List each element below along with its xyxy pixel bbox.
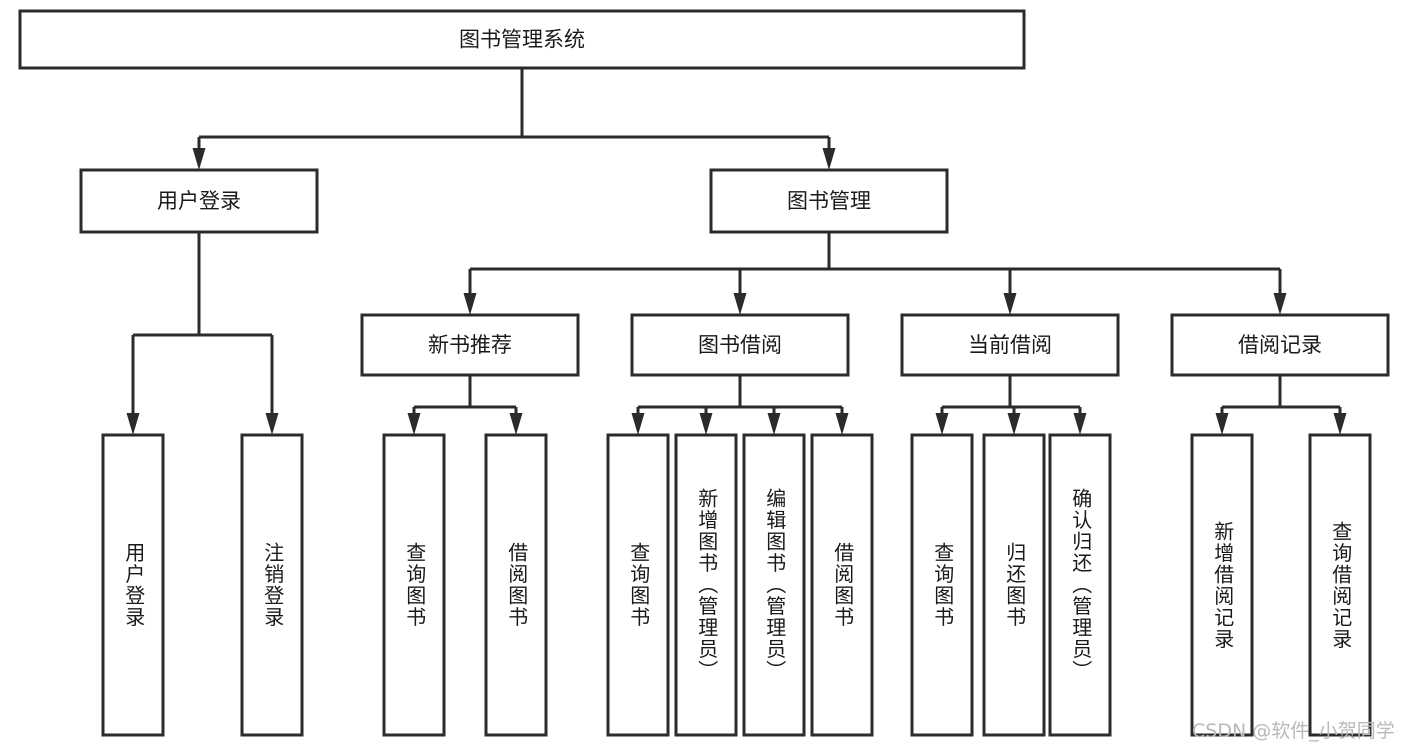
node-label: 借阅记录 (1238, 333, 1322, 357)
node-leaf-edit-book-admin[interactable] (742, 433, 806, 737)
arrow-head-icon (126, 413, 140, 435)
arrow-head-icon (509, 413, 523, 435)
connector-layer (126, 68, 1347, 435)
node-box (18, 9, 1026, 70)
node-leaf-query-borrow-record[interactable] (1308, 433, 1372, 737)
arrow-head-icon (1215, 413, 1229, 435)
leaf-node-box (240, 433, 304, 737)
leaf-node-box (982, 433, 1046, 737)
node-label: 图书借阅 (698, 333, 782, 357)
node-label: 用户登录 (157, 189, 241, 213)
node-new-book-recommend[interactable]: 新书推荐 (360, 313, 580, 377)
node-book-borrow[interactable]: 图书借阅 (630, 313, 850, 377)
node-box (79, 168, 319, 234)
arrow-head-icon (822, 148, 836, 170)
arrow-head-icon (767, 413, 781, 435)
leaf-node-box (1190, 433, 1254, 737)
leaf-node-box (1308, 433, 1372, 737)
node-leaf-query-book-rec[interactable] (382, 433, 446, 737)
arrow-head-icon (835, 413, 849, 435)
arrow-head-icon (935, 413, 949, 435)
node-label: 图书管理系统 (459, 28, 585, 52)
node-leaf-return-book[interactable] (982, 433, 1046, 737)
node-box (709, 168, 949, 234)
arrow-head-icon (1073, 413, 1087, 435)
node-leaf-query-book-current[interactable] (910, 433, 974, 737)
node-current-borrow[interactable]: 当前借阅 (900, 313, 1120, 377)
node-user-login[interactable]: 用户登录 (79, 168, 319, 234)
node-leaf-confirm-return-admin[interactable] (1048, 433, 1112, 737)
node-label: 当前借阅 (968, 333, 1052, 357)
arrow-head-icon (1003, 293, 1017, 315)
node-box (1170, 313, 1390, 377)
arrow-head-icon (192, 148, 206, 170)
node-label: 新书推荐 (428, 333, 512, 357)
node-root[interactable]: 图书管理系统 (18, 9, 1026, 70)
node-leaf-add-borrow-record[interactable] (1190, 433, 1254, 737)
arrow-head-icon (699, 413, 713, 435)
leaf-node-box (101, 433, 165, 737)
leaf-node-box (484, 433, 548, 737)
leaf-node-box (910, 433, 974, 737)
node-leaf-borrow-book[interactable] (810, 433, 874, 737)
node-box (900, 313, 1120, 377)
node-leaf-user-login[interactable] (101, 433, 165, 737)
node-leaf-borrow-book-rec[interactable] (484, 433, 548, 737)
arrow-head-icon (463, 293, 477, 315)
node-book-management[interactable]: 图书管理 (709, 168, 949, 234)
node-box (630, 313, 850, 377)
arrow-head-icon (733, 293, 747, 315)
leaf-node-box (1048, 433, 1112, 737)
leaf-node-box (382, 433, 446, 737)
arrow-head-icon (265, 413, 279, 435)
arrow-head-icon (631, 413, 645, 435)
node-borrow-records[interactable]: 借阅记录 (1170, 313, 1390, 377)
leaf-node-box (742, 433, 806, 737)
arrow-head-icon (1007, 413, 1021, 435)
leaf-node-box (810, 433, 874, 737)
node-box (360, 313, 580, 377)
arrow-head-icon (407, 413, 421, 435)
arrow-head-icon (1333, 413, 1347, 435)
node-leaf-add-book-admin[interactable] (674, 433, 738, 737)
node-leaf-query-book-borrow[interactable] (606, 433, 670, 737)
node-leaf-logout-login[interactable] (240, 433, 304, 737)
csdn-watermark: CSDN @软件_小贺同学 (1192, 720, 1395, 742)
node-label: 图书管理 (787, 189, 871, 213)
leaf-node-box (674, 433, 738, 737)
arrow-head-icon (1273, 293, 1287, 315)
leaf-node-box (606, 433, 670, 737)
